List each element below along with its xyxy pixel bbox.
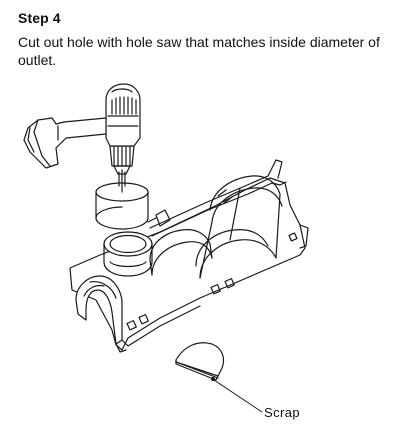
- gutter-body-icon: [69, 159, 309, 353]
- step-heading: Step 4: [18, 10, 61, 26]
- scrap-label: Scrap: [264, 405, 300, 420]
- drill-icon: [23, 83, 141, 193]
- outlet-hole-icon: [103, 231, 153, 277]
- scrap-leader-line: [210, 376, 263, 413]
- scrap-piece-icon: [175, 342, 225, 381]
- step-instruction: Cut out hole with hole saw that matches …: [18, 34, 380, 68]
